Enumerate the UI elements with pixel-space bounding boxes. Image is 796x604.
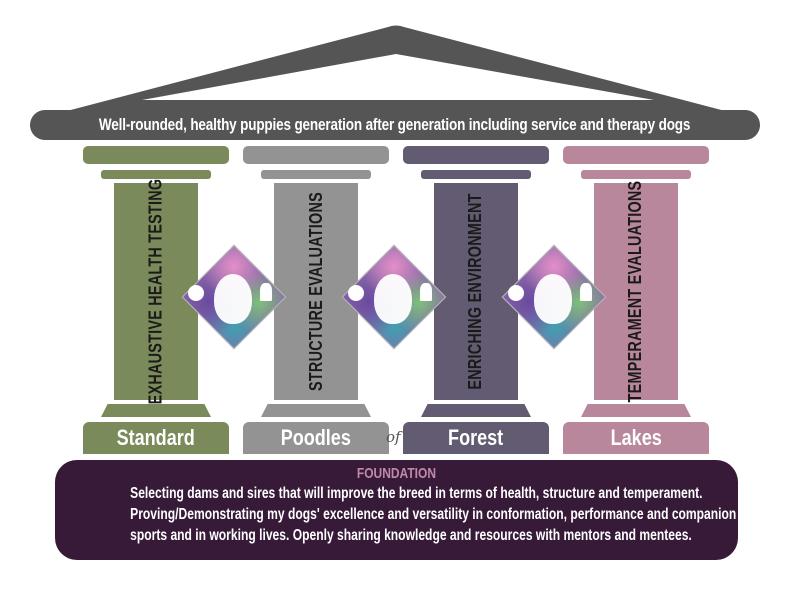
connector-word: of	[386, 428, 401, 446]
pillar-label: STRUCTURE EVALUATIONS	[305, 192, 326, 391]
pillar-capital	[563, 146, 709, 164]
pillar-capital-ring	[261, 170, 371, 179]
tree-icon	[348, 285, 364, 301]
poodle-silhouette-icon	[374, 274, 412, 324]
logo-badge	[501, 244, 607, 350]
logo-badge	[181, 244, 287, 350]
foundation-line: sports and in working lives. Openly shar…	[130, 527, 692, 544]
pillar-base-trim	[261, 404, 371, 417]
tree-icon	[188, 285, 204, 301]
pillar-base-label: Poodles	[280, 425, 352, 450]
pillar-base-trim	[101, 404, 211, 417]
roof-text: Well-rounded, healthy puppies generation…	[99, 115, 691, 134]
logo-badge	[341, 244, 447, 350]
pillar-label: EXHAUSTIVE HEALTH TESTING	[145, 178, 166, 405]
pillar-base: Standard	[83, 422, 229, 454]
poodle-silhouette-icon	[214, 274, 252, 324]
foundation-line: Proving/Demonstrating my dogs' excellenc…	[130, 506, 737, 523]
pillar-label: TEMPERAMENT EVALUATIONS	[625, 180, 646, 403]
poodle-silhouette-icon	[534, 274, 572, 324]
pillar-health-testing: EXHAUSTIVE HEALTH TESTING Standard	[83, 146, 229, 454]
pillar-base-label: Forest	[448, 425, 504, 450]
pine-tree-icon	[260, 283, 272, 301]
pillar-base-label: Lakes	[610, 425, 662, 450]
pillar-capital	[403, 146, 549, 164]
pillar-shaft: STRUCTURE EVALUATIONS	[274, 183, 358, 400]
pillar-base: Lakes	[563, 422, 709, 454]
pillar-base-label: Standard	[116, 425, 196, 450]
tree-icon	[508, 285, 524, 301]
pillar-label: ENRICHING ENVIRONMENT	[465, 193, 486, 390]
pillar-structure-evaluations: STRUCTURE EVALUATIONS Poodles	[243, 146, 389, 454]
pillar-enriching-environment: ENRICHING ENVIRONMENT Forest	[403, 146, 549, 454]
foundation-panel: FOUNDATION Selecting dams and sires that…	[55, 460, 738, 560]
pillar-shaft: TEMPERAMENT EVALUATIONS	[594, 180, 678, 403]
pine-tree-icon	[420, 283, 432, 301]
pillar-capital-ring	[421, 170, 531, 179]
pine-tree-icon	[580, 283, 592, 301]
pillar-temperament-evaluations: TEMPERAMENT EVALUATIONS Lakes	[563, 146, 709, 454]
pillar-capital	[83, 146, 229, 164]
pillar-capital-ring	[101, 170, 211, 179]
roof-shape	[40, 25, 752, 118]
roof-banner: Well-rounded, healthy puppies generation…	[30, 110, 760, 140]
pillar-capital-ring	[581, 170, 691, 179]
pillar-base-trim	[421, 404, 531, 417]
pillar-base-trim	[581, 404, 691, 417]
pillar-capital	[243, 146, 389, 164]
foundation-line: Selecting dams and sires that will impro…	[130, 485, 703, 502]
pillar-base: Poodles	[243, 422, 389, 454]
pillar-shaft: EXHAUSTIVE HEALTH TESTING	[114, 179, 198, 404]
pillar-shaft: ENRICHING ENVIRONMENT	[434, 183, 518, 400]
foundation-title: FOUNDATION	[356, 465, 437, 482]
pillar-base: Forest	[403, 422, 549, 454]
